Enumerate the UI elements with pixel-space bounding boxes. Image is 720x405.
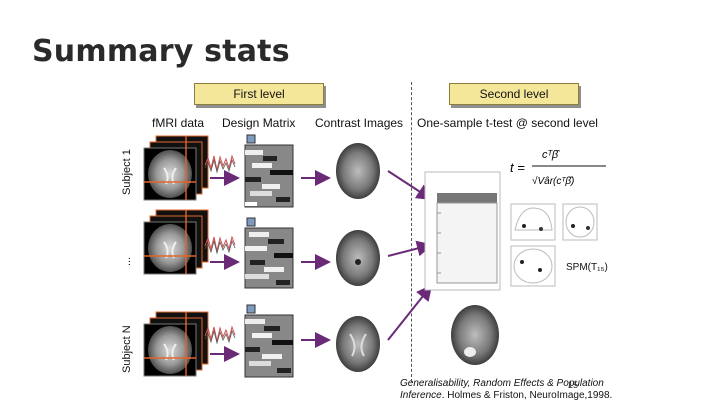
- arrow-contrast-to-ttest-3: [387, 284, 433, 341]
- row-subject-1-timeseries: [204, 154, 236, 174]
- row-subject-1-contrast-image: [333, 140, 383, 200]
- slide-title: Summary stats: [32, 34, 290, 69]
- row-ellipsis-contrast-image: [333, 228, 383, 288]
- row-subject-1-design-matrix: [244, 134, 294, 208]
- caption-line-1: Generalisability, Random Effects & Popul…: [400, 378, 604, 389]
- first-level-banner: First level: [194, 83, 324, 105]
- second-level-banner: Second level: [449, 83, 579, 105]
- row-ellipsis-fmri-stack: [143, 209, 209, 275]
- reference-caption: Generalisability, Random Effects & Popul…: [400, 378, 612, 402]
- t-statistic-formula: t = cᵀβ̂ √Vâr(cᵀβ̂): [510, 149, 606, 187]
- row-subject-1-fmri-stack: [143, 135, 209, 201]
- column-design-matrix: Design Matrix: [222, 116, 296, 130]
- caption-citation: . Holmes & Friston, NeuroImage,1998.: [441, 390, 613, 401]
- glass-brain-maps: [510, 203, 598, 287]
- formula-numerator: cᵀβ̂: [542, 149, 560, 161]
- row-subject-n-timeseries: [204, 325, 236, 345]
- formula-lhs: t =: [510, 160, 525, 175]
- group-result-brain: [451, 305, 499, 365]
- level-divider: [411, 82, 412, 382]
- row-subject-n-design-matrix: [244, 304, 294, 378]
- row-ellipsis-design-matrix: [244, 217, 294, 289]
- spm-t-label: SPM(T₁₅): [566, 262, 608, 273]
- row-ellipsis-timeseries: [204, 235, 236, 255]
- caption-inference: Inference: [400, 390, 442, 401]
- column-fmri-data: fMRI data: [152, 116, 205, 130]
- arrow-contrast-to-ttest-2: [387, 240, 433, 257]
- column-one-sample-ttest: One-sample t-test @ second level: [417, 116, 598, 130]
- arrow-contrast-to-ttest-1: [387, 170, 433, 201]
- formula-denominator: √Vâr(cᵀβ̂): [532, 175, 574, 187]
- second-level-design-matrix: [424, 171, 501, 291]
- column-contrast-images: Contrast Images: [315, 116, 404, 130]
- row-subject-n-contrast-image: [333, 314, 383, 374]
- page-number: 15: [568, 380, 579, 390]
- row-subject-n-fmri-stack: [143, 311, 209, 377]
